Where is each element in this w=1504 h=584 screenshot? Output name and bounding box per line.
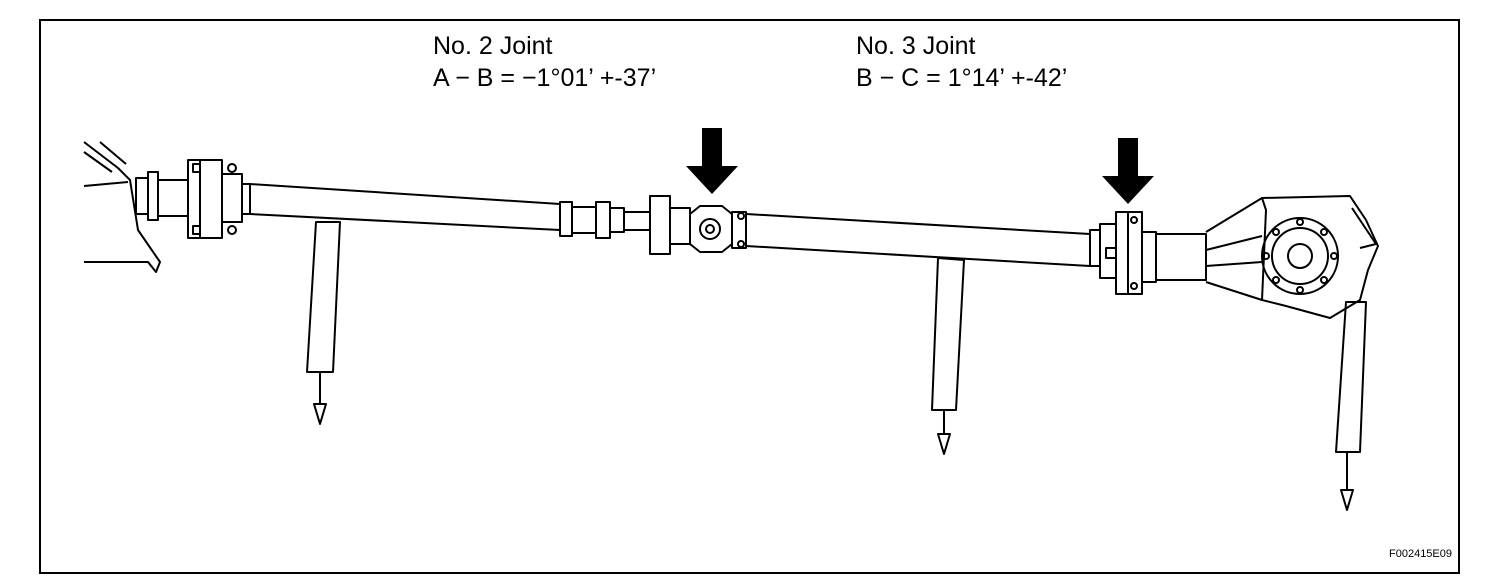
- joint3-label: No. 3 Joint B − C = 1°14’ +-42’: [856, 30, 1067, 94]
- diagram-frame: [39, 19, 1460, 574]
- front-shaft-tube: [249, 183, 561, 231]
- joint2-formula: A − B = −1°01’ +-37’: [433, 64, 657, 92]
- plumb-bob-icon: [937, 433, 951, 455]
- down-arrow-icon: [686, 128, 738, 194]
- plumb-bob-icon: [1340, 489, 1354, 511]
- plumb-bob-icon: [313, 403, 327, 425]
- joint2-ujoint: [649, 195, 747, 255]
- joint2-label: No. 2 Joint A − B = −1°01’ +-37’: [433, 30, 656, 94]
- front-flange: [157, 159, 251, 239]
- differential: [1155, 195, 1379, 319]
- joint2-title: No. 2 Joint: [433, 32, 553, 60]
- transmission: [83, 141, 161, 273]
- rear-shaft-tube: [745, 213, 1101, 267]
- angle-gauge-b: [931, 257, 965, 455]
- down-arrow-icon: [1102, 138, 1154, 204]
- joint3-flange: [1099, 211, 1157, 295]
- joint3-title: No. 3 Joint: [856, 32, 976, 60]
- joint3-formula: B − C = 1°14’ +-42’: [856, 64, 1068, 92]
- slip-joint: [559, 201, 651, 239]
- figure-code: F002415E09: [1389, 548, 1452, 560]
- angle-gauge-c: [1335, 301, 1367, 511]
- angle-gauge-a: [306, 221, 341, 425]
